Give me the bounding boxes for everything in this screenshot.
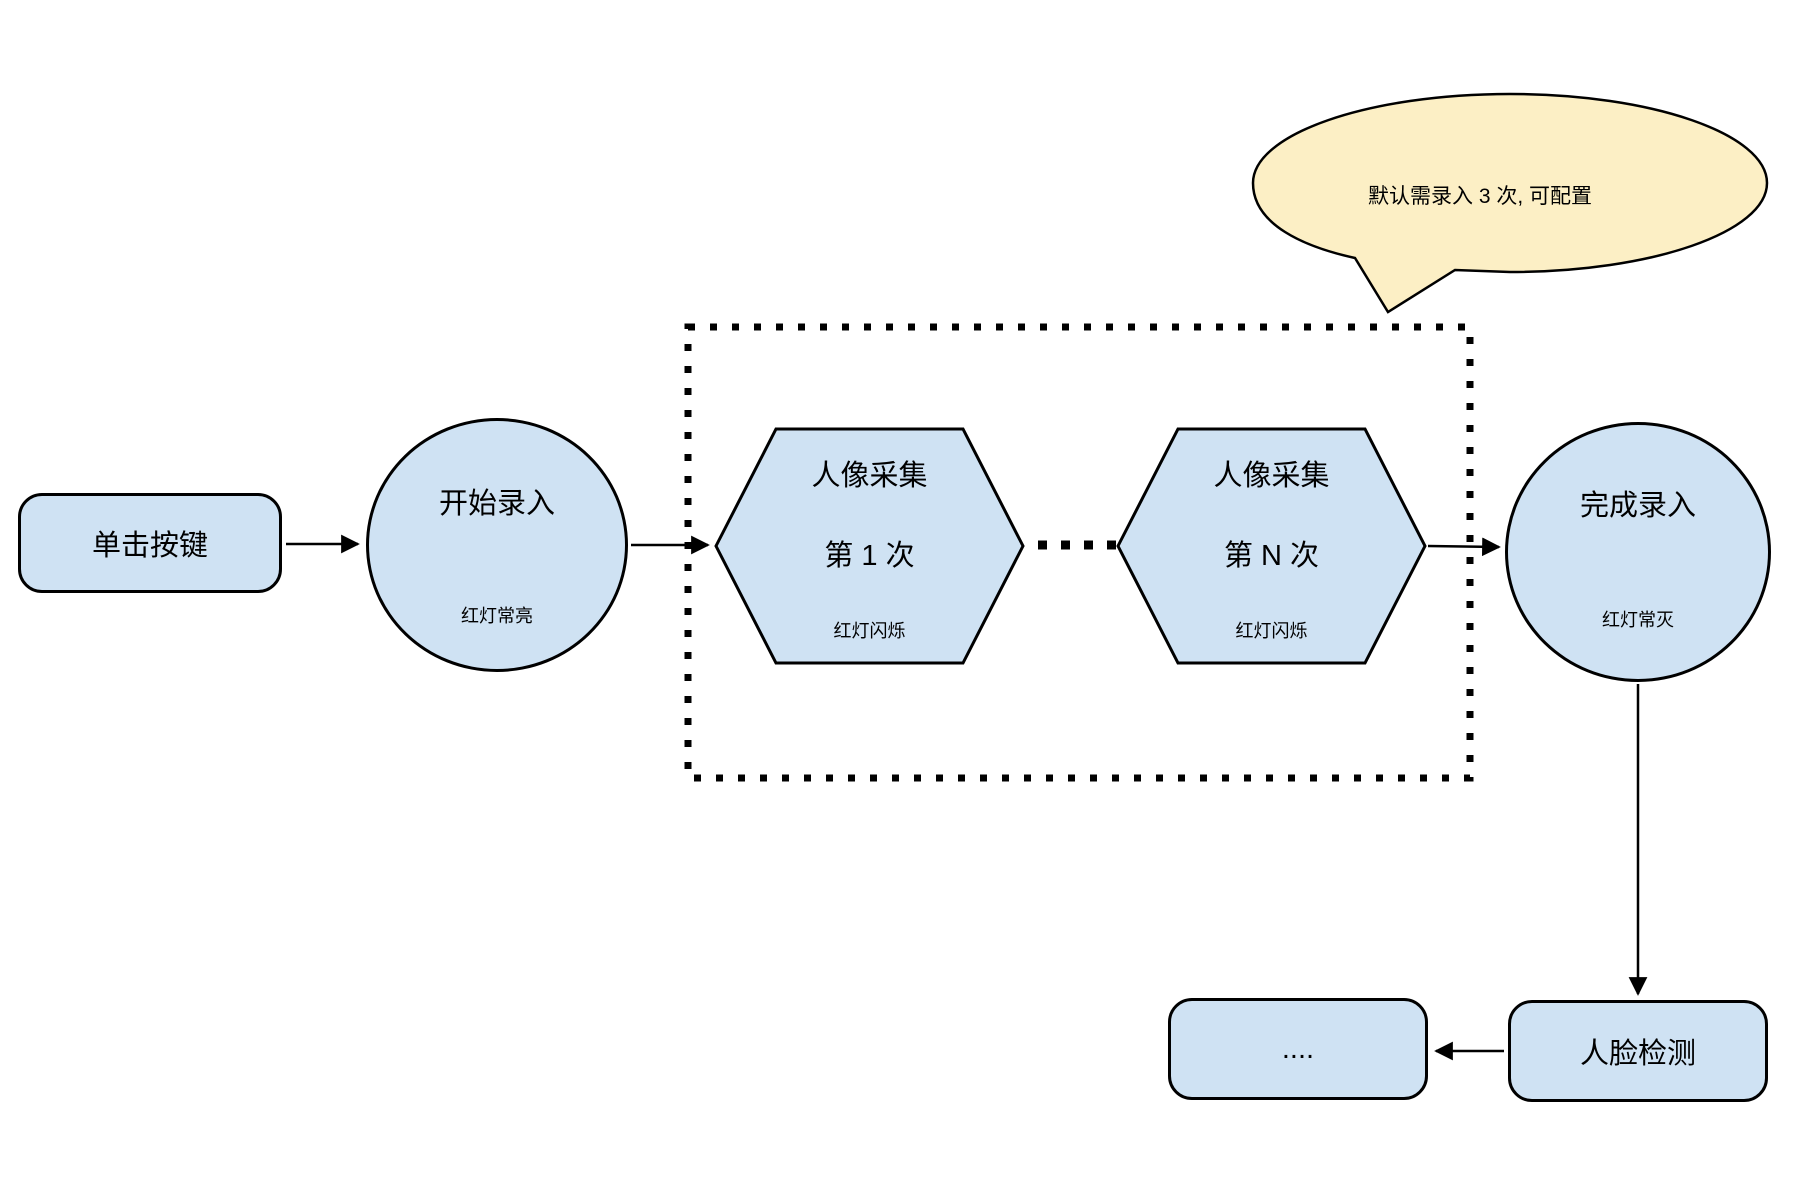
node-finish-enroll: 完成录入 红灯常灭: [1505, 422, 1771, 682]
node-start-enroll-label: 开始录入: [438, 488, 556, 520]
capture-1-hexagon: [714, 427, 1025, 665]
node-click-button-label: 单击按键: [91, 530, 208, 562]
node-face-detection-label: 人脸检测: [1579, 1038, 1696, 1070]
node-ellipsis-label: ....: [1281, 1032, 1315, 1065]
node-finish-enroll-status: 红灯常灭: [1602, 610, 1674, 630]
node-click-button: 单击按键: [18, 493, 282, 593]
capture-n-hexagon: [1116, 427, 1427, 665]
node-start-enroll-status: 红灯常亮: [461, 606, 533, 626]
callout-text: 默认需录入 3 次, 可配置: [1367, 185, 1593, 208]
callout-bubble: [1251, 92, 1769, 314]
node-face-detection: 人脸检测: [1508, 1000, 1768, 1102]
arrow-captureN-to-finish: [1427, 537, 1501, 557]
node-start-enroll: 开始录入 红灯常亮: [366, 418, 628, 672]
node-finish-enroll-label: 完成录入: [1579, 490, 1697, 522]
node-ellipsis: ....: [1168, 998, 1428, 1100]
